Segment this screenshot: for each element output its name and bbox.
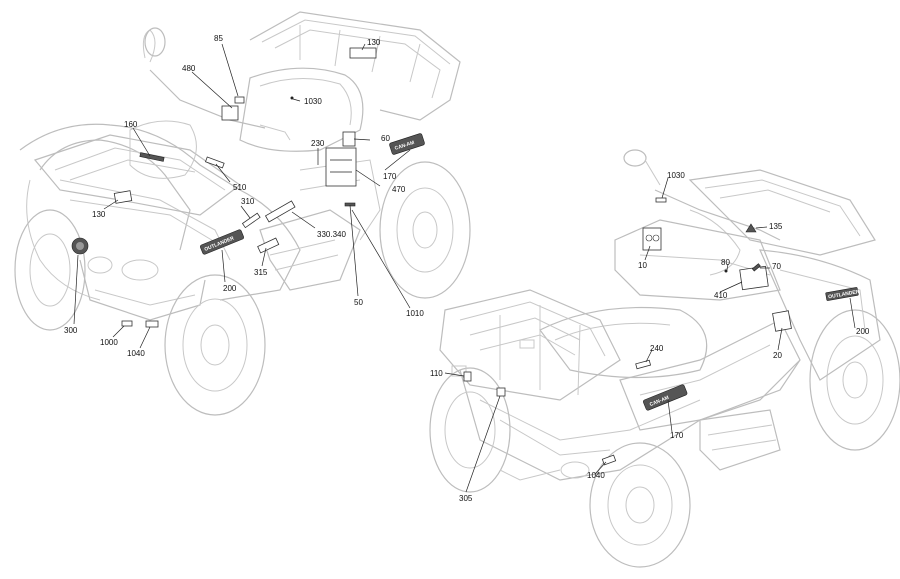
decal-20 [772,310,792,332]
decal-135 [745,223,757,233]
callout-10: 10 [638,261,647,270]
atv-front-view: CAN-AM OUTLANDER [14,11,471,416]
decal-305 [496,387,506,397]
callout-80: 80 [721,258,730,267]
decal-1040-front [145,320,159,328]
callout-135: 135 [769,222,783,231]
callout-170-rear: 170 [670,431,684,440]
decal-85 [234,96,245,104]
callout-410: 410 [714,291,728,300]
decal-240 [635,359,652,370]
callout-1040-front: 1040 [127,349,145,358]
decal-1000 [121,320,133,327]
callout-1040-rear: 1040 [587,471,605,480]
decal-510 [205,156,225,169]
callout-1030: 1030 [304,97,322,106]
callout-1030-rear: 1030 [667,171,685,180]
callout-1000: 1000 [100,338,118,347]
decal-410 [739,265,769,291]
callout-315: 315 [254,268,268,277]
callout-labels: 85 130 480 1030 160 60 230 470 510 170 1… [64,34,870,503]
decal-160 [139,152,165,162]
decal-170-brand: CAN-AM [389,133,425,155]
decal-470 [325,147,357,187]
callout-200-rear: 200 [856,327,870,336]
decal-60 [342,131,356,147]
decal-480 [221,105,239,121]
decal-200-rear-model: OUTLANDER [825,287,860,301]
rear-model-text: OUTLANDER [828,289,860,300]
brand-text: CAN-AM [394,140,415,152]
callout-60: 60 [381,134,390,143]
callout-470: 470 [392,185,406,194]
callout-330-340: 330.340 [317,230,346,239]
decal-315 [257,237,280,254]
callout-200: 200 [223,284,237,293]
decal-330-340 [264,200,296,223]
callout-300: 300 [64,326,78,335]
callout-130-front: 130 [92,210,106,219]
callout-85: 85 [214,34,223,43]
callout-310: 310 [241,197,255,206]
decal-310 [241,212,261,229]
callout-230: 230 [311,139,325,148]
decal-130-front [113,190,133,204]
callout-1010: 1010 [406,309,424,318]
callout-170: 170 [383,172,397,181]
callout-160: 160 [124,120,138,129]
atv-rear-view: OUTLANDER CAN-AM [429,149,900,568]
callout-240: 240 [650,344,664,353]
decal-130-rear [349,47,377,59]
decal-70 [751,263,761,272]
decal-1030-rear [655,197,667,203]
decal-110 [463,371,472,382]
callout-305: 305 [459,494,473,503]
callout-130-rear-rack: 130 [367,38,381,47]
callout-50: 50 [354,298,363,307]
decal-170-rear-brand: CAN-AM [643,384,688,411]
callout-20: 20 [773,351,782,360]
callout-70: 70 [772,262,781,271]
callout-110: 110 [430,369,443,378]
callout-510: 510 [233,183,247,192]
callout-480: 480 [182,64,196,73]
